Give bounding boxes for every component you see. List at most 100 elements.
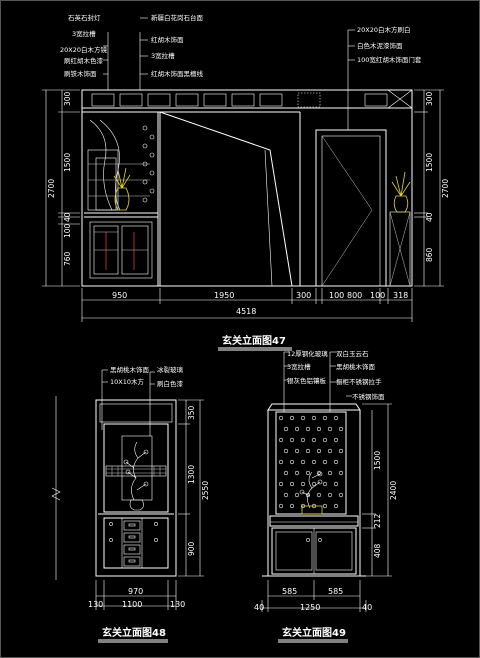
annotation-47-right-1: 白色木泥漆饰面 — [357, 41, 403, 50]
dim-49-bottom-0: 40 — [254, 603, 264, 612]
dim-49-top-1: 585 — [328, 587, 343, 596]
leaders-47 — [103, 17, 355, 108]
dim-47-v-1: 1500 — [63, 153, 72, 172]
dim-49-bottom-1: 1250 — [300, 603, 320, 612]
niche-cabinet-47 — [81, 111, 159, 287]
glass-dot — [311, 415, 317, 421]
glass-dot — [289, 437, 295, 443]
glass-dot — [300, 459, 306, 465]
leaders-49 — [283, 351, 352, 412]
glass-dot — [316, 426, 322, 432]
dim-48-v-1: 1300 — [187, 465, 196, 484]
dim-48-v-0: 350 — [187, 405, 196, 420]
dim-48-height: 2550 — [201, 481, 210, 500]
title-48: 玄关立面图48 — [102, 626, 166, 639]
glass-dot — [305, 448, 311, 454]
glass-dot — [278, 415, 284, 421]
side-shelf-47 — [389, 171, 411, 287]
plant-48 — [123, 441, 149, 511]
dim-47-height-right: 2700 — [441, 179, 450, 198]
dim-lines-47-horizontal — [81, 288, 413, 322]
glass-dot — [300, 481, 306, 487]
glass-dot — [327, 470, 333, 476]
glass-dot — [278, 481, 284, 487]
glass-dot — [327, 426, 333, 432]
glass-dot — [294, 426, 300, 432]
dim-47-v-4: 760 — [63, 251, 72, 266]
glass-dot — [316, 448, 322, 454]
dim-48-v-2: 900 — [187, 541, 196, 556]
glass-dot — [283, 448, 289, 454]
elevation-47-outline — [81, 89, 413, 287]
glass-dot — [338, 470, 344, 476]
dim-47-vr-3: 860 — [425, 247, 434, 262]
dim-47-h-2: 300 — [296, 291, 311, 300]
annotation-48-2: 10X10木方 — [110, 377, 144, 386]
glass-dot — [289, 503, 295, 509]
glass-dot — [322, 437, 328, 443]
annotation-47-left-1: 3宽拉槽 — [72, 29, 96, 38]
annotation-47-left-4: 刷铁木饰面 — [64, 69, 97, 78]
dim-47-h-6: 318 — [393, 291, 408, 300]
dim-47-h-1: 1950 — [214, 291, 234, 300]
annotation-49-6: 不锈钢饰面 — [352, 392, 385, 401]
glass-dot — [283, 470, 289, 476]
dim-lines-48-horizontal — [95, 580, 177, 610]
glass-dot — [333, 415, 339, 421]
annotation-49-4: 银灰色铝镶板 — [287, 376, 327, 385]
glass-dot — [311, 459, 317, 465]
leaders-48 — [101, 369, 155, 436]
glass-dot — [338, 448, 344, 454]
countertop-49 — [269, 515, 359, 527]
annotation-49-3: 黑胡桃木饰面 — [336, 362, 376, 371]
dim-48-bottom-1: 1100 — [122, 600, 142, 609]
glass-dot — [278, 459, 284, 465]
annotation-47-left-2: 20X20白木方镜 — [60, 45, 107, 54]
glass-dot — [333, 503, 339, 509]
glass-dot — [300, 415, 306, 421]
dim-47-vr-1: 1500 — [425, 153, 434, 172]
glass-dot — [305, 470, 311, 476]
glass-dot — [327, 448, 333, 454]
dim-47-v-3: 100 — [63, 223, 72, 238]
dim-48-bottom-0: 130 — [88, 600, 103, 609]
annotation-47-mid-3: 红胡木饰面黑檀线 — [151, 69, 204, 78]
dim-lines-49-horizontal — [261, 580, 367, 612]
dim-49-v-0: 1500 — [373, 451, 382, 470]
glass-dot — [322, 415, 328, 421]
dim-49-v-1: 212 — [373, 513, 382, 528]
dot-grid-49 — [278, 415, 344, 509]
annotation-48-1: 冰裂玻璃 — [157, 365, 184, 374]
glass-dot — [289, 459, 295, 465]
angled-wall-panel — [159, 111, 293, 287]
dim-47-h-5: 100 — [370, 291, 385, 300]
glass-dot — [289, 481, 295, 487]
dim-47-h-0: 950 — [112, 291, 127, 300]
glass-dot — [338, 492, 344, 498]
dim-49-top-0: 585 — [282, 587, 297, 596]
glass-dot — [333, 437, 339, 443]
glass-dot — [327, 492, 333, 498]
glass-dot — [322, 481, 328, 487]
glass-dot — [278, 503, 284, 509]
annotation-49-0: 12厚钢化玻璃 — [287, 349, 328, 358]
glass-dot — [283, 426, 289, 432]
annotation-47-mid-1: 红胡木饰面 — [151, 35, 184, 44]
annotation-49-1: 双白玉云石 — [336, 349, 369, 358]
glass-dot — [338, 426, 344, 432]
annotation-49-2: 3宽拉槽 — [287, 362, 311, 371]
dim-lines-47-right — [414, 89, 444, 287]
elevation-48: 黑胡桃木饰面 冰裂玻璃 10X10木方 刷白色漆 350 1300 900 25… — [51, 365, 210, 643]
cabinet-48-outline — [95, 399, 177, 577]
dim-47-height-left: 2700 — [47, 179, 56, 198]
dim-47-v-2: 40 — [63, 212, 72, 222]
glass-dot — [322, 459, 328, 465]
glass-dot — [294, 448, 300, 454]
glass-dot — [300, 437, 306, 443]
lower-cabinet-48 — [103, 517, 169, 569]
annotation-47-right-0: 20X20白木方刷白 — [357, 25, 411, 34]
niche-48-pattern — [106, 466, 166, 476]
dim-47-v-0: 300 — [63, 91, 72, 106]
dim-48-bottom-2: 130 — [170, 600, 185, 609]
dim-47-vr-0: 300 — [425, 91, 434, 106]
